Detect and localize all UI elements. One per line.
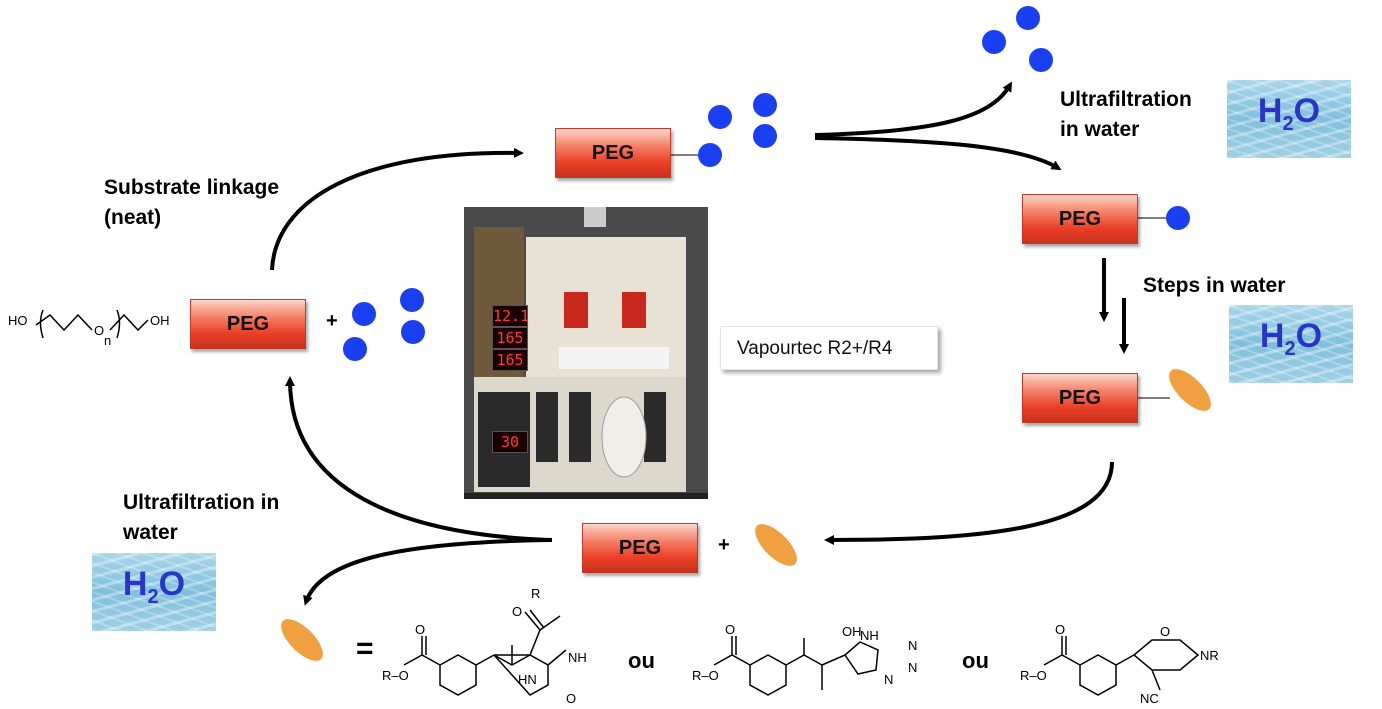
peg-o: O	[94, 323, 104, 338]
water-formula: H2O	[1257, 92, 1321, 135]
tet-n2: N	[908, 660, 917, 675]
peg-box-product: PEG	[1022, 373, 1138, 423]
bound-dot	[1166, 206, 1190, 230]
oxa-o-ring: O	[1160, 624, 1170, 639]
structure-dhpm	[403, 609, 567, 696]
oxa-o-ester: O	[1055, 622, 1065, 637]
substrate-dot	[401, 320, 425, 344]
label-steps-in-water: Steps in water	[1143, 274, 1286, 297]
peg-ho: HO	[8, 313, 28, 328]
oxa-ro: R–O	[1020, 668, 1047, 683]
label-substrate-linkage: Substrate linkage (neat)	[104, 176, 280, 229]
water-formula: H2O	[1259, 317, 1323, 360]
plus-sign: +	[326, 310, 338, 332]
instrument-callout: Vapourtec R2+/R4	[720, 326, 938, 370]
oxa-nr: NR	[1200, 648, 1219, 663]
arrow-recycle	[285, 376, 553, 542]
tet-o-ester: O	[725, 622, 735, 637]
excess-dot	[1029, 48, 1053, 72]
dhpm-r-top: R	[531, 586, 540, 601]
arrow-to-release	[824, 461, 1114, 545]
product-oval-legend	[281, 619, 323, 661]
arrow-linkage	[270, 147, 524, 271]
ou-separator: ou	[962, 648, 989, 673]
dhpm-o-ester: O	[415, 622, 425, 637]
substrate-dot	[753, 93, 777, 117]
water-formula: H2O	[122, 565, 186, 608]
label-ultrafiltration-top: Ultrafiltration in water	[1060, 88, 1192, 141]
substrate-dot	[400, 288, 424, 312]
water-image: H2O	[1229, 305, 1353, 383]
dhpm-o-bottom: O	[566, 691, 576, 706]
tet-n3: N	[884, 672, 893, 687]
arrow-split-down	[814, 136, 1062, 171]
dhpm-o-top: O	[512, 604, 522, 619]
water-image: H2O	[1227, 80, 1351, 158]
excess-dot	[982, 30, 1006, 54]
oxa-nc: NC	[1140, 691, 1159, 706]
tet-oh: OH	[842, 624, 862, 639]
instrument-display: 12.1	[492, 305, 530, 327]
arrow-split-up	[814, 81, 1012, 137]
peg-box-loaded: PEG	[555, 128, 671, 178]
peg-box-released: PEG	[582, 523, 698, 573]
dhpm-hn: HN	[518, 672, 537, 687]
dhpm-nh: NH	[568, 650, 587, 665]
instrument-display: 165	[492, 349, 528, 371]
substrate-dot	[352, 302, 376, 326]
peg-box-purified: PEG	[1022, 194, 1138, 244]
substrate-dot	[753, 124, 777, 148]
excess-dot	[1016, 6, 1040, 30]
tet-n1: N	[908, 638, 917, 653]
instrument-display: 165	[492, 327, 528, 349]
structure-oxazinane	[1043, 636, 1200, 696]
water-image: H2O	[92, 553, 216, 631]
tet-nh: NH	[860, 628, 879, 643]
ou-separator: ou	[628, 648, 655, 673]
product-oval-bottom	[755, 524, 797, 566]
peg-oh: OH	[150, 313, 170, 328]
tet-ro: R–O	[692, 668, 719, 683]
substrate-dot	[698, 143, 722, 167]
equals-sign: =	[356, 632, 374, 665]
arrow-product-out	[303, 538, 553, 606]
plus-sign: +	[718, 534, 730, 556]
product-oval-right	[1169, 369, 1211, 411]
dhpm-ro: R–O	[382, 668, 409, 683]
vapourtec-photo: 12.1 165 165 30	[464, 207, 708, 499]
peg-n: n	[104, 333, 111, 348]
structure-tetrazole	[713, 636, 879, 696]
substrate-dot	[343, 337, 367, 361]
peg-structure	[35, 309, 149, 339]
instrument-display: 30	[492, 431, 528, 453]
substrate-dot	[708, 105, 732, 129]
label-ultrafiltration-left: Ultrafiltration in water	[123, 491, 280, 544]
peg-box-start: PEG	[190, 299, 306, 349]
